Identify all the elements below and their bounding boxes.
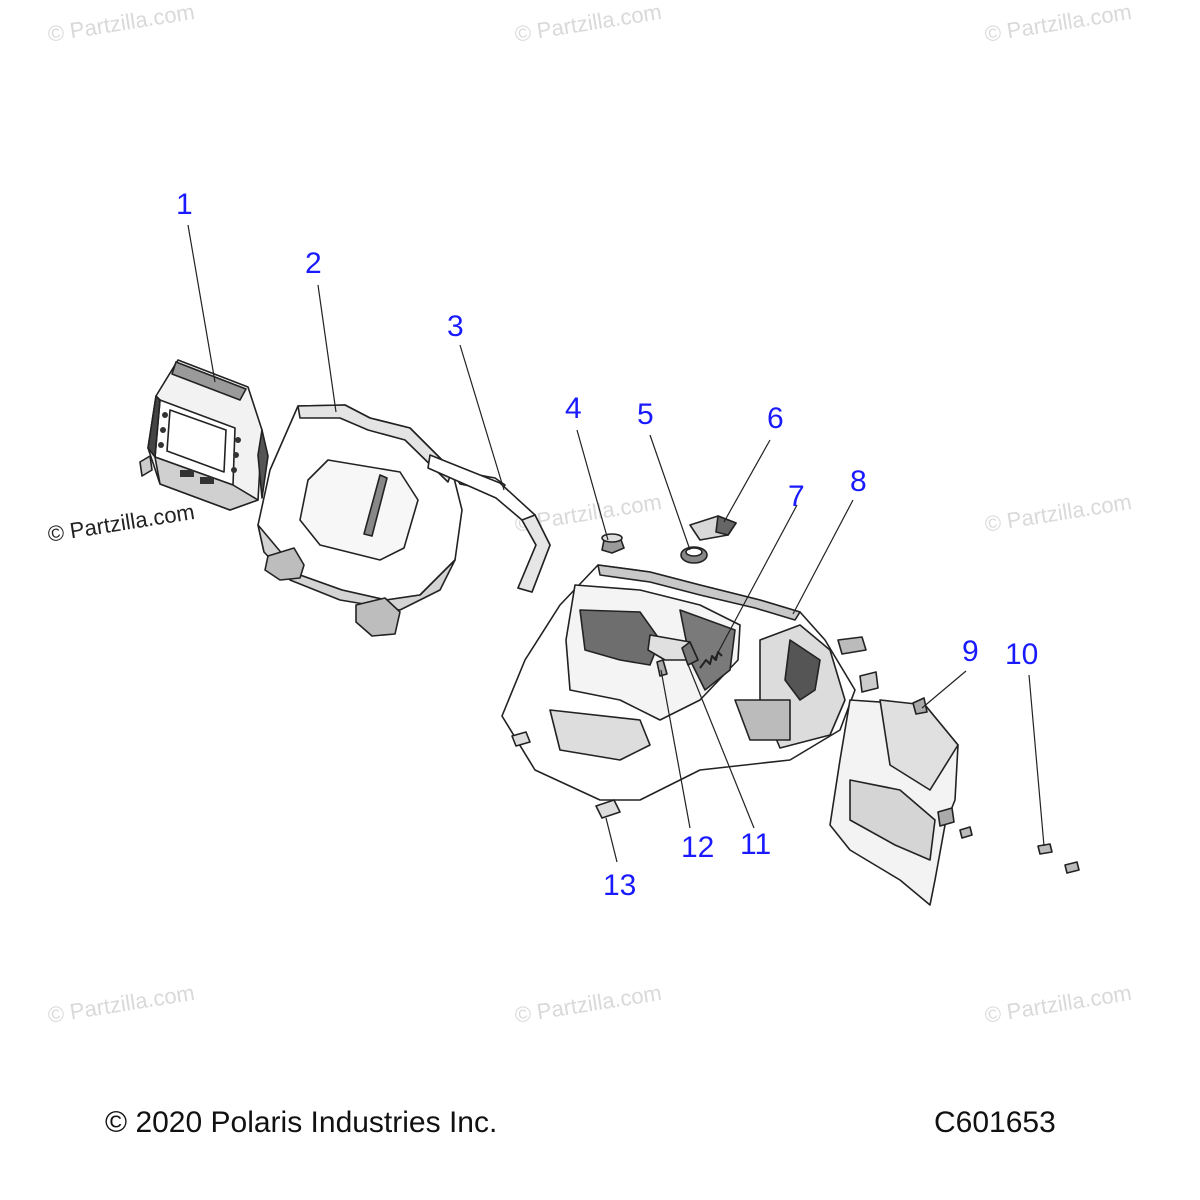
dash-housing-part [501, 564, 879, 801]
drawing-number: C601653 [934, 1106, 1056, 1139]
callout-4: 4 [565, 392, 582, 425]
copyright-notice: © 2020 Polaris Industries Inc. [105, 1106, 498, 1139]
instrument-cluster-part [139, 359, 269, 511]
rear-cover-part [829, 697, 959, 906]
callout-9: 9 [962, 635, 979, 668]
callout-10: 10 [1005, 638, 1039, 671]
grommet-part [680, 546, 708, 564]
callout-12: 12 [681, 831, 715, 864]
callout-3: 3 [447, 310, 464, 343]
callout-13: 13 [603, 869, 637, 902]
callout-5: 5 [637, 398, 654, 431]
callout-6: 6 [767, 402, 784, 435]
callout-1: 1 [176, 188, 193, 221]
instrument-bezel-part [257, 404, 506, 637]
callout-7: 7 [788, 480, 805, 513]
latch-part [647, 634, 699, 666]
callout-11: 11 [740, 828, 772, 861]
callout-2: 2 [305, 247, 322, 280]
callout-8: 8 [850, 465, 867, 498]
plug-part [601, 533, 625, 554]
pin-part [656, 659, 668, 677]
clip-part [689, 515, 737, 541]
fastener-part [511, 731, 621, 819]
trim-strip-part [427, 454, 551, 593]
screw-part [959, 826, 1080, 874]
leader-lines [187, 224, 1045, 863]
